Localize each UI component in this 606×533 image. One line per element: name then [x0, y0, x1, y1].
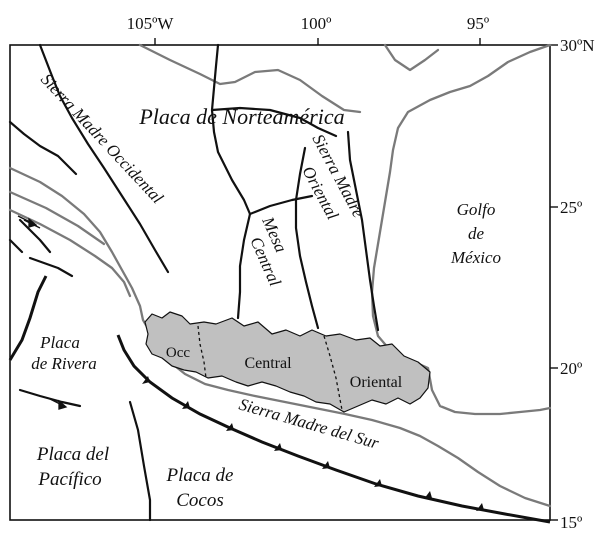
right-ticks [550, 44, 558, 521]
trench-teeth [142, 376, 484, 511]
label-rivera-plate-1: Placa [39, 333, 80, 352]
map-frame [9, 44, 551, 521]
smor-east-boundary [346, 130, 380, 332]
label-gulf-3: México [450, 248, 501, 267]
label-pacific-plate-2: Pacífico [37, 469, 101, 490]
label-gulf-2: de [468, 224, 485, 243]
label-gulf-1: Golfo [457, 200, 496, 219]
volcanic-belt-divider-west [197, 325, 207, 379]
smocc-west-boundary [38, 43, 170, 274]
northeast-border [383, 43, 440, 72]
label-sierra-madre-occidental: Sierra Madre Occidental [37, 70, 167, 208]
top-tick-label-105w: 105ºW [127, 14, 175, 33]
label-cocos-plate-1: Placa de [165, 465, 233, 486]
pacific-coastline [8, 166, 552, 508]
upper-boundary [210, 106, 338, 138]
right-tick-label-25: 25º [560, 198, 582, 217]
top-ticks [154, 38, 481, 45]
pacific-rivera-boundary [18, 388, 82, 408]
right-tick-label-30n: 30ºN [560, 36, 595, 55]
baja-fault-line [8, 120, 78, 176]
right-tick-label-20: 20º [560, 359, 582, 378]
baja-california-coast-west [8, 208, 132, 298]
baja-california-coast-east [8, 190, 106, 246]
label-belt-central: Central [244, 355, 292, 372]
right-tick-label-15: 15º [560, 513, 582, 532]
northern-border [138, 43, 362, 114]
mesa-central-north-boundary [248, 194, 314, 216]
mesa-central-east-boundary [294, 146, 320, 330]
gulf-coastline [370, 43, 552, 416]
label-pacific-plate-1: Placa del [36, 444, 109, 465]
rivera-fracture-zone [8, 218, 74, 278]
label-north-american-plate: Placa de Norteamérica [138, 104, 344, 129]
mesa-central-west-boundary [236, 212, 252, 320]
volcanic-belt [144, 311, 431, 413]
rivera-transform-fault [8, 275, 48, 361]
middle-america-trench [116, 334, 551, 524]
volcanic-belt-divider-east [323, 335, 343, 411]
top-tick-label-95: 95º [467, 14, 489, 33]
top-tick-label-100: 100º [301, 14, 332, 33]
cocos-fracture-zone [128, 400, 152, 522]
label-rivera-plate-2: de Rivera [31, 354, 97, 373]
fault-arrows [17, 215, 68, 410]
label-cocos-plate-2: Cocos [176, 490, 224, 511]
smocc-east-boundary [210, 43, 252, 216]
label-belt-oriental: Oriental [350, 374, 403, 391]
label-belt-occ: Occ [166, 345, 190, 361]
